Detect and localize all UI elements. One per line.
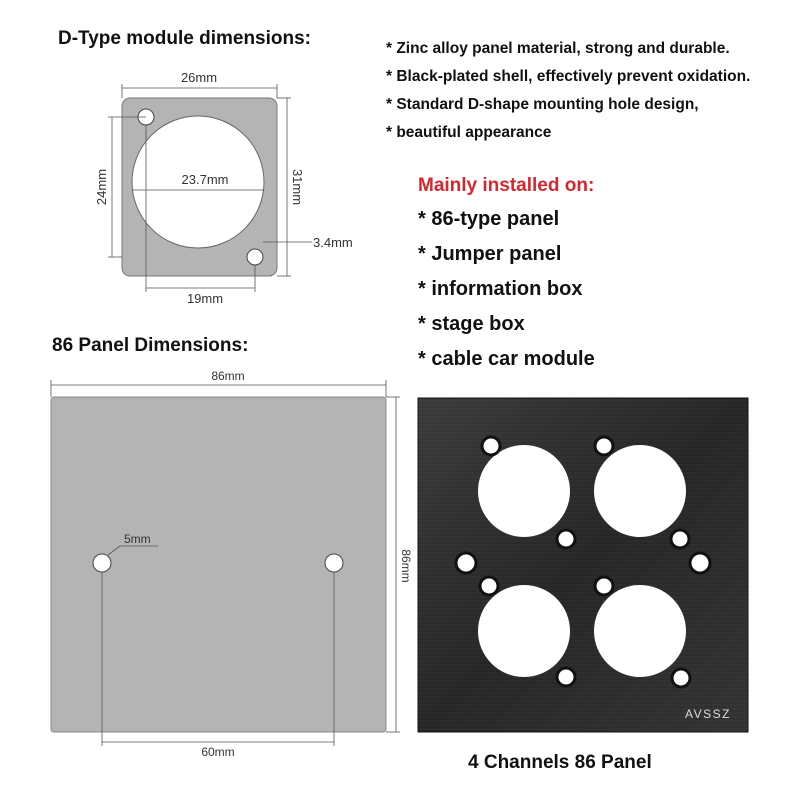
screw-hole [669,528,691,550]
xlr-cutout-4 [594,585,686,677]
installed-item: * stage box [418,313,525,335]
installed-item: * cable car module [418,348,595,370]
installed-item: * Jumper panel [418,243,562,265]
dtype-height-right-label: 31mm [290,169,305,205]
panel86-hole-label: 5mm [124,532,151,546]
dtype-width-label: 26mm [181,70,217,85]
screw-hole [593,575,615,597]
feature-item: * Black-plated shell, effectively preven… [386,68,751,85]
screw-hole [478,575,500,597]
product-caption: 4 Channels 86 Panel [468,752,652,773]
xlr-cutout-1 [478,445,570,537]
screw-hole [555,666,577,688]
screw-hole [480,435,502,457]
panel86-hole-right [324,553,344,573]
dtype-center-hole [131,115,265,249]
brand-logo: AVSSZ [685,707,731,721]
feature-item: * Standard D-shape mounting hole design, [386,96,699,113]
panel86-width-label: 86mm [211,369,244,383]
panel86-plate [50,396,387,733]
dtype-diameter-label: 23.7mm [182,172,229,187]
installed-heading: Mainly installed on: [418,175,595,196]
mount-hole-right [688,551,712,575]
product-photo: AVSSZ [417,397,749,733]
dtype-title: D-Type module dimensions: [58,28,312,49]
screw-hole [670,667,692,689]
panel86-diagram: 86mm 86mm 5mm 60mm [50,369,413,759]
screw-hole [593,435,615,457]
installed-item: * information box [418,278,583,300]
xlr-cutout-2 [594,445,686,537]
panel86-hole-left [92,553,112,573]
panel86-spacing-label: 60mm [201,745,234,759]
dtype-height-left-label: 24mm [94,169,109,205]
panel86-height-label: 86mm [399,549,413,582]
panel86-title: 86 Panel Dimensions: [52,335,249,356]
screw-hole [555,528,577,550]
feature-item: * beautiful appearance [386,124,552,141]
dtype-screw-label: 3.4mm [313,235,353,250]
installed-list: * 86-type panel * Jumper panel * informa… [418,208,595,383]
feature-item: * Zinc alloy panel material, strong and … [386,40,730,57]
feature-list: * Zinc alloy panel material, strong and … [386,40,750,152]
installed-item: * 86-type panel [418,208,560,230]
dtype-screw-hole-bottom [246,248,264,266]
mount-hole-left [454,551,478,575]
xlr-cutout-3 [478,585,570,677]
dtype-spacing-label: 19mm [187,291,223,306]
dtype-diagram: 26mm 24mm 31mm 23.7mm 3.4mm 19mm [94,70,353,306]
